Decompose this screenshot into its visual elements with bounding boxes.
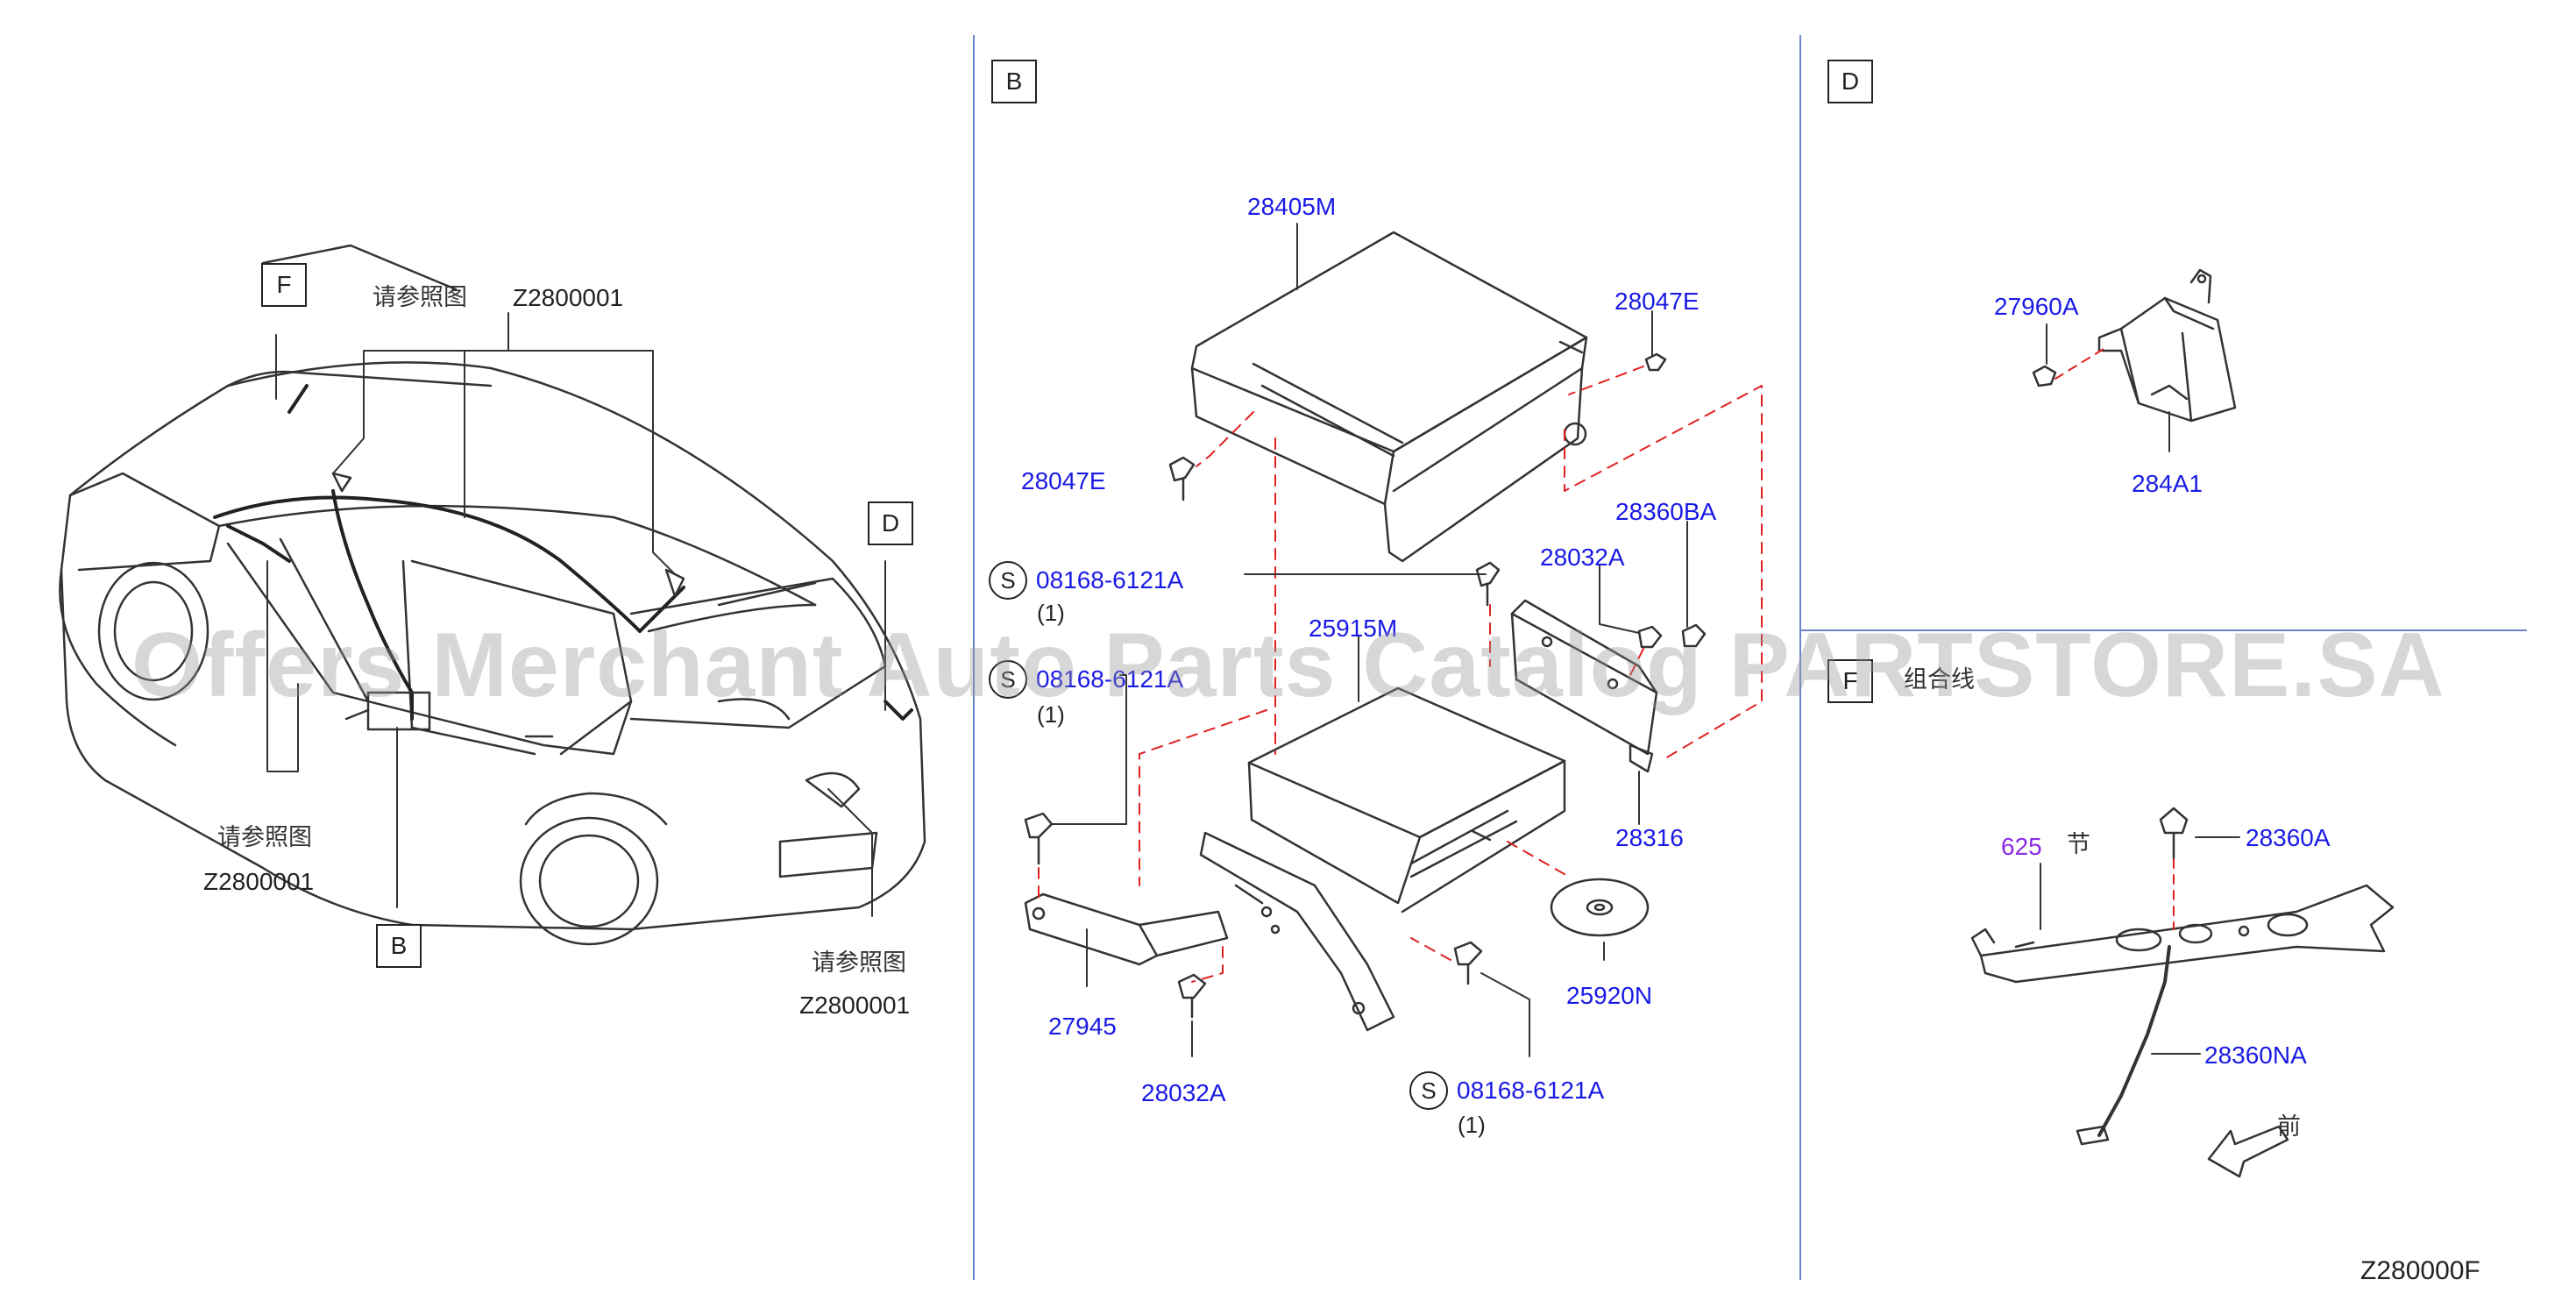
car-ref-top-code: Z2800001 (513, 284, 624, 311)
std-part-code-1[interactable]: 08168-6121A (1036, 566, 1184, 594)
harness-note: 组合线 (1904, 666, 1975, 693)
std-badge-1: S (989, 561, 1027, 600)
watermark: Offers Merchant Auto Parts Catalog PARTS… (131, 615, 2445, 716)
leaders-f (2040, 836, 2240, 1055)
brackets (1024, 599, 1658, 1032)
car-ref-right-code: Z2800001 (799, 992, 911, 1019)
leaders-d (2046, 323, 2170, 452)
part-28360a[interactable]: 28360A (2246, 824, 2331, 851)
std-badge-3: S (1409, 1071, 1448, 1110)
part-28047e-top[interactable]: 28047E (1614, 288, 1700, 315)
part-27945[interactable]: 27945 (1048, 1013, 1117, 1040)
part-28047e-left[interactable]: 28047E (1021, 467, 1106, 494)
part-28316[interactable]: 28316 (1615, 824, 1684, 851)
divider-horizontal (1799, 629, 2527, 631)
part-25915m[interactable]: 25915M (1309, 615, 1398, 642)
std-part-code-3[interactable]: 08168-6121A (1457, 1077, 1605, 1104)
std-badge-2: S (989, 660, 1027, 699)
divider-right (1799, 35, 1801, 1280)
f-rail (1970, 884, 2395, 984)
car-harness (213, 384, 913, 721)
d-bracket (2097, 268, 2237, 423)
front-label: 前 (2277, 1113, 2301, 1141)
divider-left (973, 35, 975, 1280)
std-qty-1: (1) (1037, 600, 1065, 626)
callout-d: D (868, 501, 913, 545)
car-body (59, 244, 926, 946)
f-clip (2159, 807, 2189, 835)
part-28032a-top[interactable]: 28032A (1540, 544, 1625, 571)
car-ref-left-cn: 请参照图 (217, 824, 312, 851)
front-arrow (2207, 1125, 2289, 1178)
section-box-d: D (1827, 60, 1873, 103)
car-ref-top-cn: 请参照图 (373, 284, 467, 311)
av-housing (1190, 231, 1588, 563)
hidden-lines-b (1038, 366, 1763, 983)
part-284a1[interactable]: 284A1 (2132, 470, 2203, 497)
part-28032a-bottom[interactable]: 28032A (1141, 1079, 1226, 1106)
car-ref-left-code: Z2800001 (203, 868, 315, 895)
car-leaders (266, 312, 886, 917)
av-unit (1247, 686, 1566, 914)
part-25920n[interactable]: 25920N (1566, 982, 1653, 1009)
car-ref-right-cn: 请参照图 (812, 949, 906, 977)
callout-f: F (261, 263, 307, 307)
diagram-code: Z280000F (2360, 1256, 2480, 1285)
part-28405m[interactable]: 28405M (1247, 193, 1337, 220)
part-28360ba[interactable]: 28360BA (1615, 498, 1717, 525)
part-625-note: 节 (2067, 831, 2090, 858)
d-bolt (2032, 365, 2057, 387)
std-part-code-2[interactable]: 08168-6121A (1036, 665, 1184, 693)
std-qty-3: (1) (1458, 1112, 1486, 1138)
disc (1550, 878, 1650, 937)
f-ground-wire (2076, 945, 2171, 1146)
part-28360na[interactable]: 28360NA (2204, 1042, 2307, 1069)
leaders-b (1051, 223, 1688, 1057)
part-625[interactable]: 625 (2001, 833, 2042, 860)
std-qty-2: (1) (1037, 701, 1065, 728)
section-box-f: F (1827, 659, 1873, 703)
part-27960a[interactable]: 27960A (1994, 293, 2079, 320)
callout-b: B (376, 924, 422, 968)
section-box-b: B (991, 60, 1037, 103)
screws (1024, 352, 1707, 1019)
